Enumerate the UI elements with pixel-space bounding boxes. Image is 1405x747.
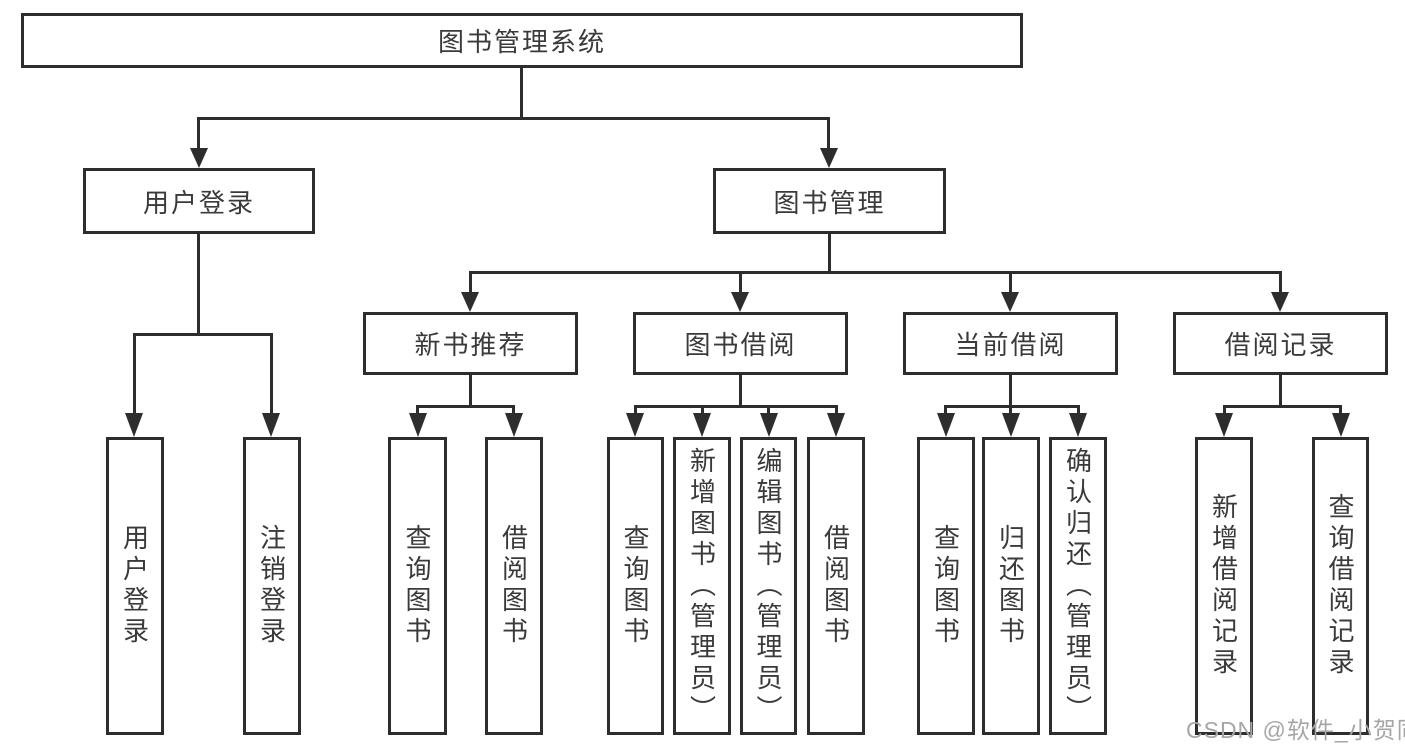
leaf-return-books: 归还图书 bbox=[982, 437, 1040, 735]
leaf-edit-books-admin: 编辑图书（管理员） bbox=[740, 437, 797, 735]
arrowhead-down-icon bbox=[1332, 413, 1350, 437]
node-book-borrowing: 图书借阅 bbox=[633, 312, 848, 375]
connector-user-login-stem bbox=[197, 234, 200, 335]
node-new-book-recommendation: 新书推荐 bbox=[363, 312, 578, 375]
connector-groupB-rail bbox=[634, 405, 838, 408]
leaf-borrow-books-recommend: 借阅图书 bbox=[485, 437, 543, 735]
connector-borrow-record-drop bbox=[1279, 272, 1282, 296]
connector-new-book-drop bbox=[469, 272, 472, 296]
connector-groupD-stem bbox=[1279, 375, 1282, 406]
arrowhead-down-icon bbox=[1271, 292, 1289, 312]
connector-leaf-drop bbox=[1223, 407, 1226, 417]
arrowhead-down-icon bbox=[937, 413, 955, 437]
arrowhead-down-icon bbox=[262, 413, 280, 437]
connector-leaf-drop bbox=[835, 407, 838, 417]
connector-leaf-drop bbox=[1077, 407, 1080, 417]
arrowhead-down-icon bbox=[461, 292, 479, 312]
connector-current-borrow-drop bbox=[1009, 272, 1012, 296]
leaf-logout: 注销登录 bbox=[243, 437, 301, 735]
connector-groupC-rail bbox=[944, 405, 1080, 408]
connector-logout-leaf-drop bbox=[270, 335, 273, 417]
arrowhead-down-icon bbox=[1069, 413, 1087, 437]
leaf-query-books-recommend: 查询图书 bbox=[388, 437, 447, 735]
node-library-management-system: 图书管理系统 bbox=[21, 13, 1023, 68]
arrowhead-down-icon bbox=[1002, 413, 1020, 437]
arrowhead-down-icon bbox=[1001, 292, 1019, 312]
connector-leaf-drop bbox=[701, 407, 704, 417]
connector-leaf-drop bbox=[634, 407, 637, 417]
leaf-query-books-current: 查询图书 bbox=[917, 437, 975, 735]
connector-leaf-drop bbox=[944, 407, 947, 417]
arrowhead-down-icon bbox=[731, 292, 749, 312]
arrowhead-down-icon bbox=[505, 413, 523, 437]
connector-groupD-rail bbox=[1223, 405, 1342, 408]
connector-level2-rail bbox=[197, 117, 830, 120]
connector-book-borrow-drop bbox=[739, 272, 742, 296]
leaf-add-borrow-record: 新增借阅记录 bbox=[1195, 437, 1253, 735]
connector-groupA-rail bbox=[416, 405, 515, 408]
connector-user-login-rail bbox=[133, 333, 273, 336]
arrowhead-down-icon bbox=[820, 148, 838, 168]
connector-book-mgmt-drop bbox=[827, 118, 830, 152]
connector-login-leaf-drop bbox=[133, 335, 136, 417]
connector-root-stem bbox=[520, 66, 523, 118]
connector-leaf-drop bbox=[1009, 407, 1012, 417]
arrowhead-down-icon bbox=[626, 413, 644, 437]
arrowhead-down-icon bbox=[1215, 413, 1233, 437]
connector-groupC-stem bbox=[1009, 375, 1012, 406]
connector-book-mgmt-stem bbox=[828, 234, 831, 273]
arrowhead-down-icon bbox=[693, 413, 711, 437]
csdn-watermark: CSDN @软件_小贺同学 bbox=[1186, 717, 1405, 743]
connector-groupB-stem bbox=[739, 375, 742, 406]
leaf-query-borrow-record: 查询借阅记录 bbox=[1312, 437, 1369, 735]
leaf-borrow-books-borrowing: 借阅图书 bbox=[807, 437, 865, 735]
leaf-query-books-borrowing: 查询图书 bbox=[607, 437, 664, 735]
connector-leaf-drop bbox=[512, 407, 515, 417]
connector-groupA-stem bbox=[469, 375, 472, 406]
connector-leaf-drop bbox=[416, 407, 419, 417]
leaf-user-login: 用户登录 bbox=[106, 437, 164, 735]
leaf-add-books-admin: 新增图书（管理员） bbox=[673, 437, 731, 735]
node-current-borrowing: 当前借阅 bbox=[903, 312, 1118, 375]
arrowhead-down-icon bbox=[409, 413, 427, 437]
arrowhead-down-icon bbox=[190, 148, 208, 168]
connector-leaf-drop bbox=[1339, 407, 1342, 417]
connector-level3-rail bbox=[469, 271, 1282, 274]
leaf-confirm-return-admin: 确认归还（管理员） bbox=[1049, 437, 1107, 735]
connector-user-login-drop bbox=[197, 118, 200, 152]
node-book-management: 图书管理 bbox=[713, 168, 946, 234]
node-borrowing-records: 借阅记录 bbox=[1173, 312, 1388, 375]
arrowhead-down-icon bbox=[125, 413, 143, 437]
node-user-login: 用户登录 bbox=[83, 168, 315, 234]
arrowhead-down-icon bbox=[827, 413, 845, 437]
connector-leaf-drop bbox=[767, 407, 770, 417]
arrowhead-down-icon bbox=[760, 413, 778, 437]
